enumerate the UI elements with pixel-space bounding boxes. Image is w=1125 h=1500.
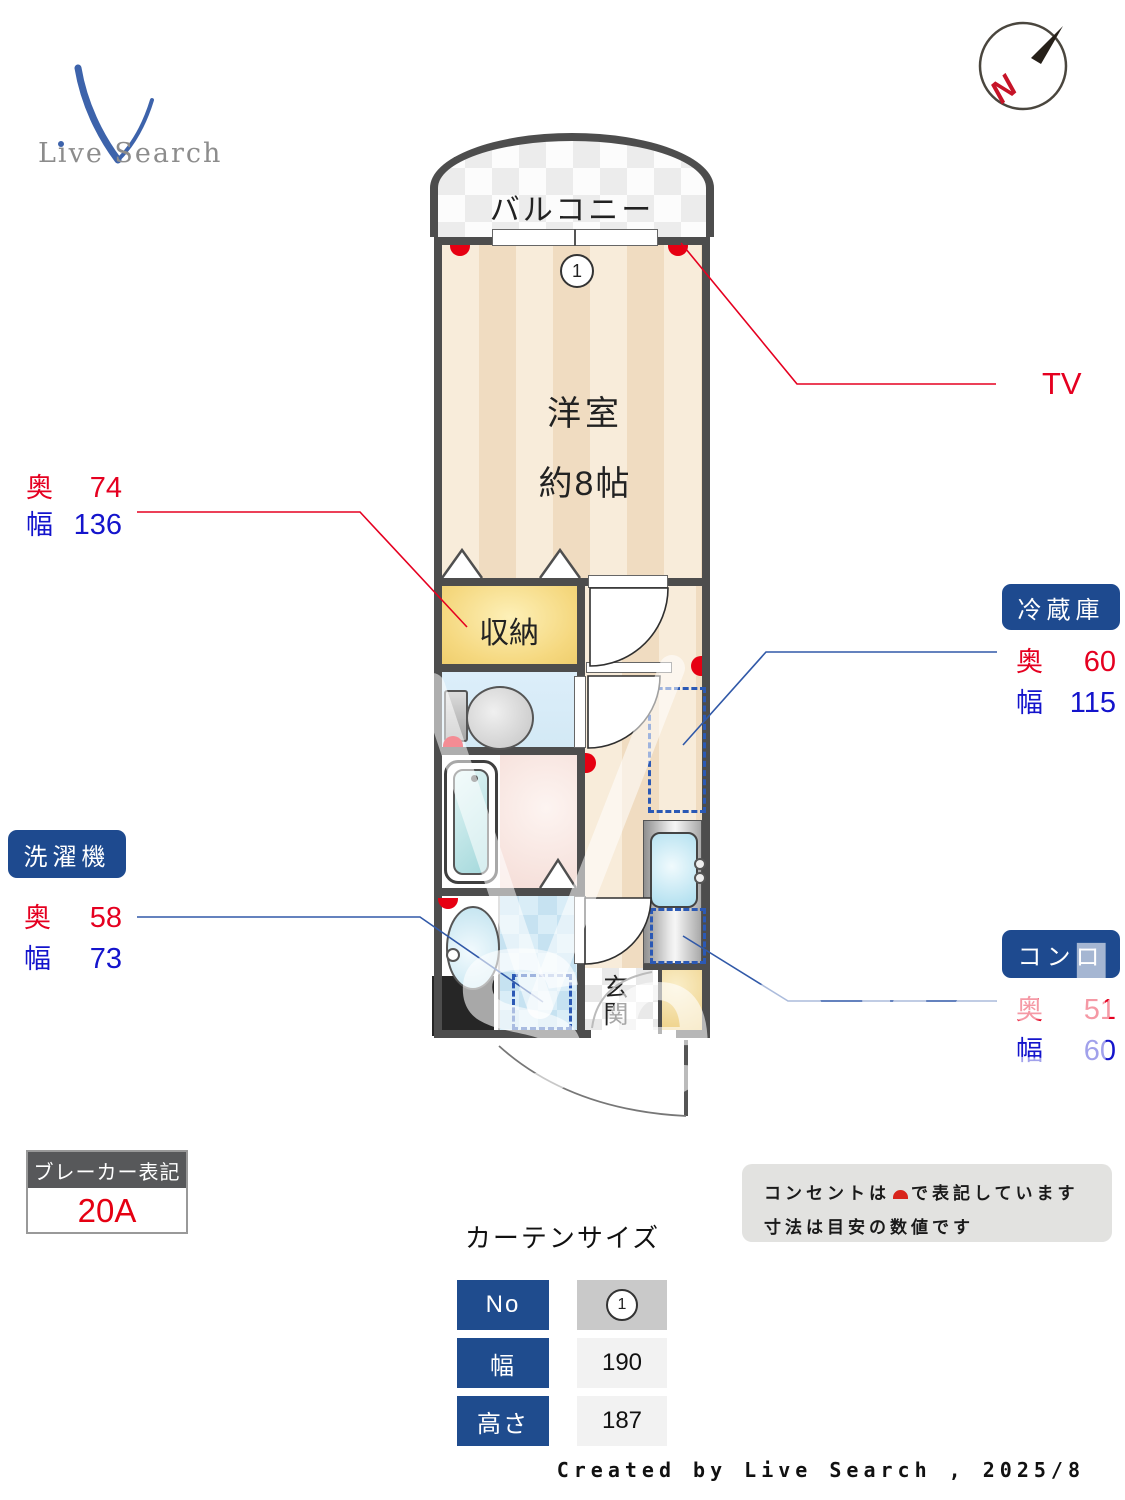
sink-knob xyxy=(694,858,706,870)
washer-depth-row: 奥 58 xyxy=(24,896,122,935)
washroom-door-swing xyxy=(584,897,652,965)
tv-label: TV xyxy=(1042,366,1082,401)
closet-leader-line xyxy=(137,511,468,628)
width-label: 幅 xyxy=(24,944,51,974)
stove-leader-line xyxy=(682,935,997,1002)
balcony-label: バルコニー xyxy=(489,194,655,227)
fridge-depth-row: 奥 60 xyxy=(1016,640,1116,679)
window-divider xyxy=(574,229,576,246)
sink-knob xyxy=(694,872,706,884)
depth-value: 74 xyxy=(89,472,122,504)
wall-room-divider xyxy=(434,578,710,586)
width-label: 幅 xyxy=(26,510,53,540)
wall-bottom-right xyxy=(682,1030,710,1038)
stove-depth-row: 奥 51 xyxy=(1016,988,1116,1027)
fridge-tag: 冷蔵庫 xyxy=(1002,584,1120,630)
compass-icon: N xyxy=(978,21,1068,110)
door-jamb-left xyxy=(585,1030,591,1038)
width-value: 73 xyxy=(89,943,122,975)
row-label: 幅 xyxy=(490,1352,516,1380)
breaker-box: ブレーカー表記 20A xyxy=(26,1150,188,1234)
depth-label: 奥 xyxy=(26,473,53,503)
curtain-row-height-value: 187 xyxy=(577,1396,667,1446)
washer-tag: 洗濯機 xyxy=(8,830,126,878)
depth-label: 奥 xyxy=(1016,647,1043,677)
row-label: 高さ xyxy=(477,1410,529,1438)
note-box: コンセントは で表記しています 寸法は目安の数値です xyxy=(742,1164,1112,1242)
note-line1-post: で表記しています xyxy=(911,1184,1079,1203)
closet-fold-door xyxy=(538,547,582,579)
breaker-value: 20A xyxy=(77,1192,137,1229)
logo-v-icon xyxy=(74,64,154,164)
outlet-icon xyxy=(691,656,702,676)
closet-width-row: 幅 136 xyxy=(26,503,122,542)
curtain-row-no-label: No xyxy=(457,1280,549,1330)
width-label: 幅 xyxy=(1016,688,1043,718)
outlet-symbol-icon xyxy=(893,1190,908,1199)
width-value: 60 xyxy=(1083,1035,1116,1067)
depth-value: 51 xyxy=(1083,994,1116,1026)
row-value: 190 xyxy=(601,1349,643,1376)
stove-width-row: 幅 60 xyxy=(1016,1029,1116,1068)
footer-credit: Created by Live Search , 2025/8 xyxy=(556,1458,1085,1482)
outlet-icon xyxy=(450,245,470,256)
door-jamb-right xyxy=(676,1030,682,1038)
wall-left xyxy=(434,237,442,1038)
breaker-title: ブレーカー表記 xyxy=(28,1152,186,1188)
wall-bottom-left xyxy=(434,1030,585,1038)
curtain-number-circle: 1 xyxy=(606,1289,638,1321)
note-line-2: 寸法は目安の数値です xyxy=(764,1218,974,1237)
closet-depth-row: 奥 74 xyxy=(26,466,122,505)
room-floor xyxy=(442,245,702,578)
room-door-swing xyxy=(589,587,669,667)
tv-leader-line xyxy=(680,242,996,385)
washer-tag-label: 洗濯機 xyxy=(23,843,111,871)
row-label: No xyxy=(485,1291,521,1318)
entrance-door-swing xyxy=(498,1045,687,1117)
width-value: 115 xyxy=(1069,687,1116,719)
fridge-width-row: 幅 115 xyxy=(1016,681,1116,720)
fridge-tag-label: 冷蔵庫 xyxy=(1017,596,1105,624)
window-number: 1 xyxy=(571,260,582,281)
note-line1-pre: コンセントは xyxy=(764,1184,890,1203)
wall-corridor-1 xyxy=(577,578,585,676)
curtain-row-width-label: 幅 xyxy=(457,1338,549,1388)
room-name-label: 洋室 xyxy=(547,395,623,433)
curtain-number: 1 xyxy=(617,1296,627,1313)
logo-text: Live Search xyxy=(38,138,223,169)
washer-leader-line xyxy=(137,916,544,1003)
stove-tag-label: コンロ xyxy=(1017,943,1105,971)
stove-tag: コンロ xyxy=(1002,930,1120,978)
window-number-circle: 1 xyxy=(560,254,594,288)
balcony-area: バルコニー xyxy=(430,133,714,237)
fridge-leader-line xyxy=(682,651,997,746)
toilet-door-swing xyxy=(587,675,661,749)
curtain-row-height-label: 高さ xyxy=(457,1396,549,1446)
wall-closet-bottom xyxy=(434,664,585,672)
outlet-icon xyxy=(668,245,688,256)
width-label: 幅 xyxy=(1016,1036,1043,1066)
width-value: 136 xyxy=(73,509,122,541)
logo-i-dot xyxy=(58,141,64,147)
bath-fold-door xyxy=(538,857,578,889)
curtain-row-width-value: 190 xyxy=(577,1338,667,1388)
curtain-size-title: カーテンサイズ xyxy=(464,1223,661,1253)
row-value: 187 xyxy=(601,1407,643,1434)
depth-label: 奥 xyxy=(24,903,51,933)
note-line-1: コンセントは で表記しています xyxy=(764,1177,1112,1211)
curtain-row-no-value: 1 xyxy=(577,1280,667,1330)
closet-fold-door xyxy=(440,547,484,579)
depth-value: 60 xyxy=(1083,646,1116,678)
washer-width-row: 幅 73 xyxy=(24,937,122,976)
depth-value: 58 xyxy=(89,902,122,934)
room-size-label: 約8帖 xyxy=(538,465,632,503)
closet-label: 収納 xyxy=(479,617,539,650)
entrance-inner-arc xyxy=(591,971,653,1029)
depth-label: 奥 xyxy=(1016,995,1043,1025)
wall-right xyxy=(702,237,710,1038)
